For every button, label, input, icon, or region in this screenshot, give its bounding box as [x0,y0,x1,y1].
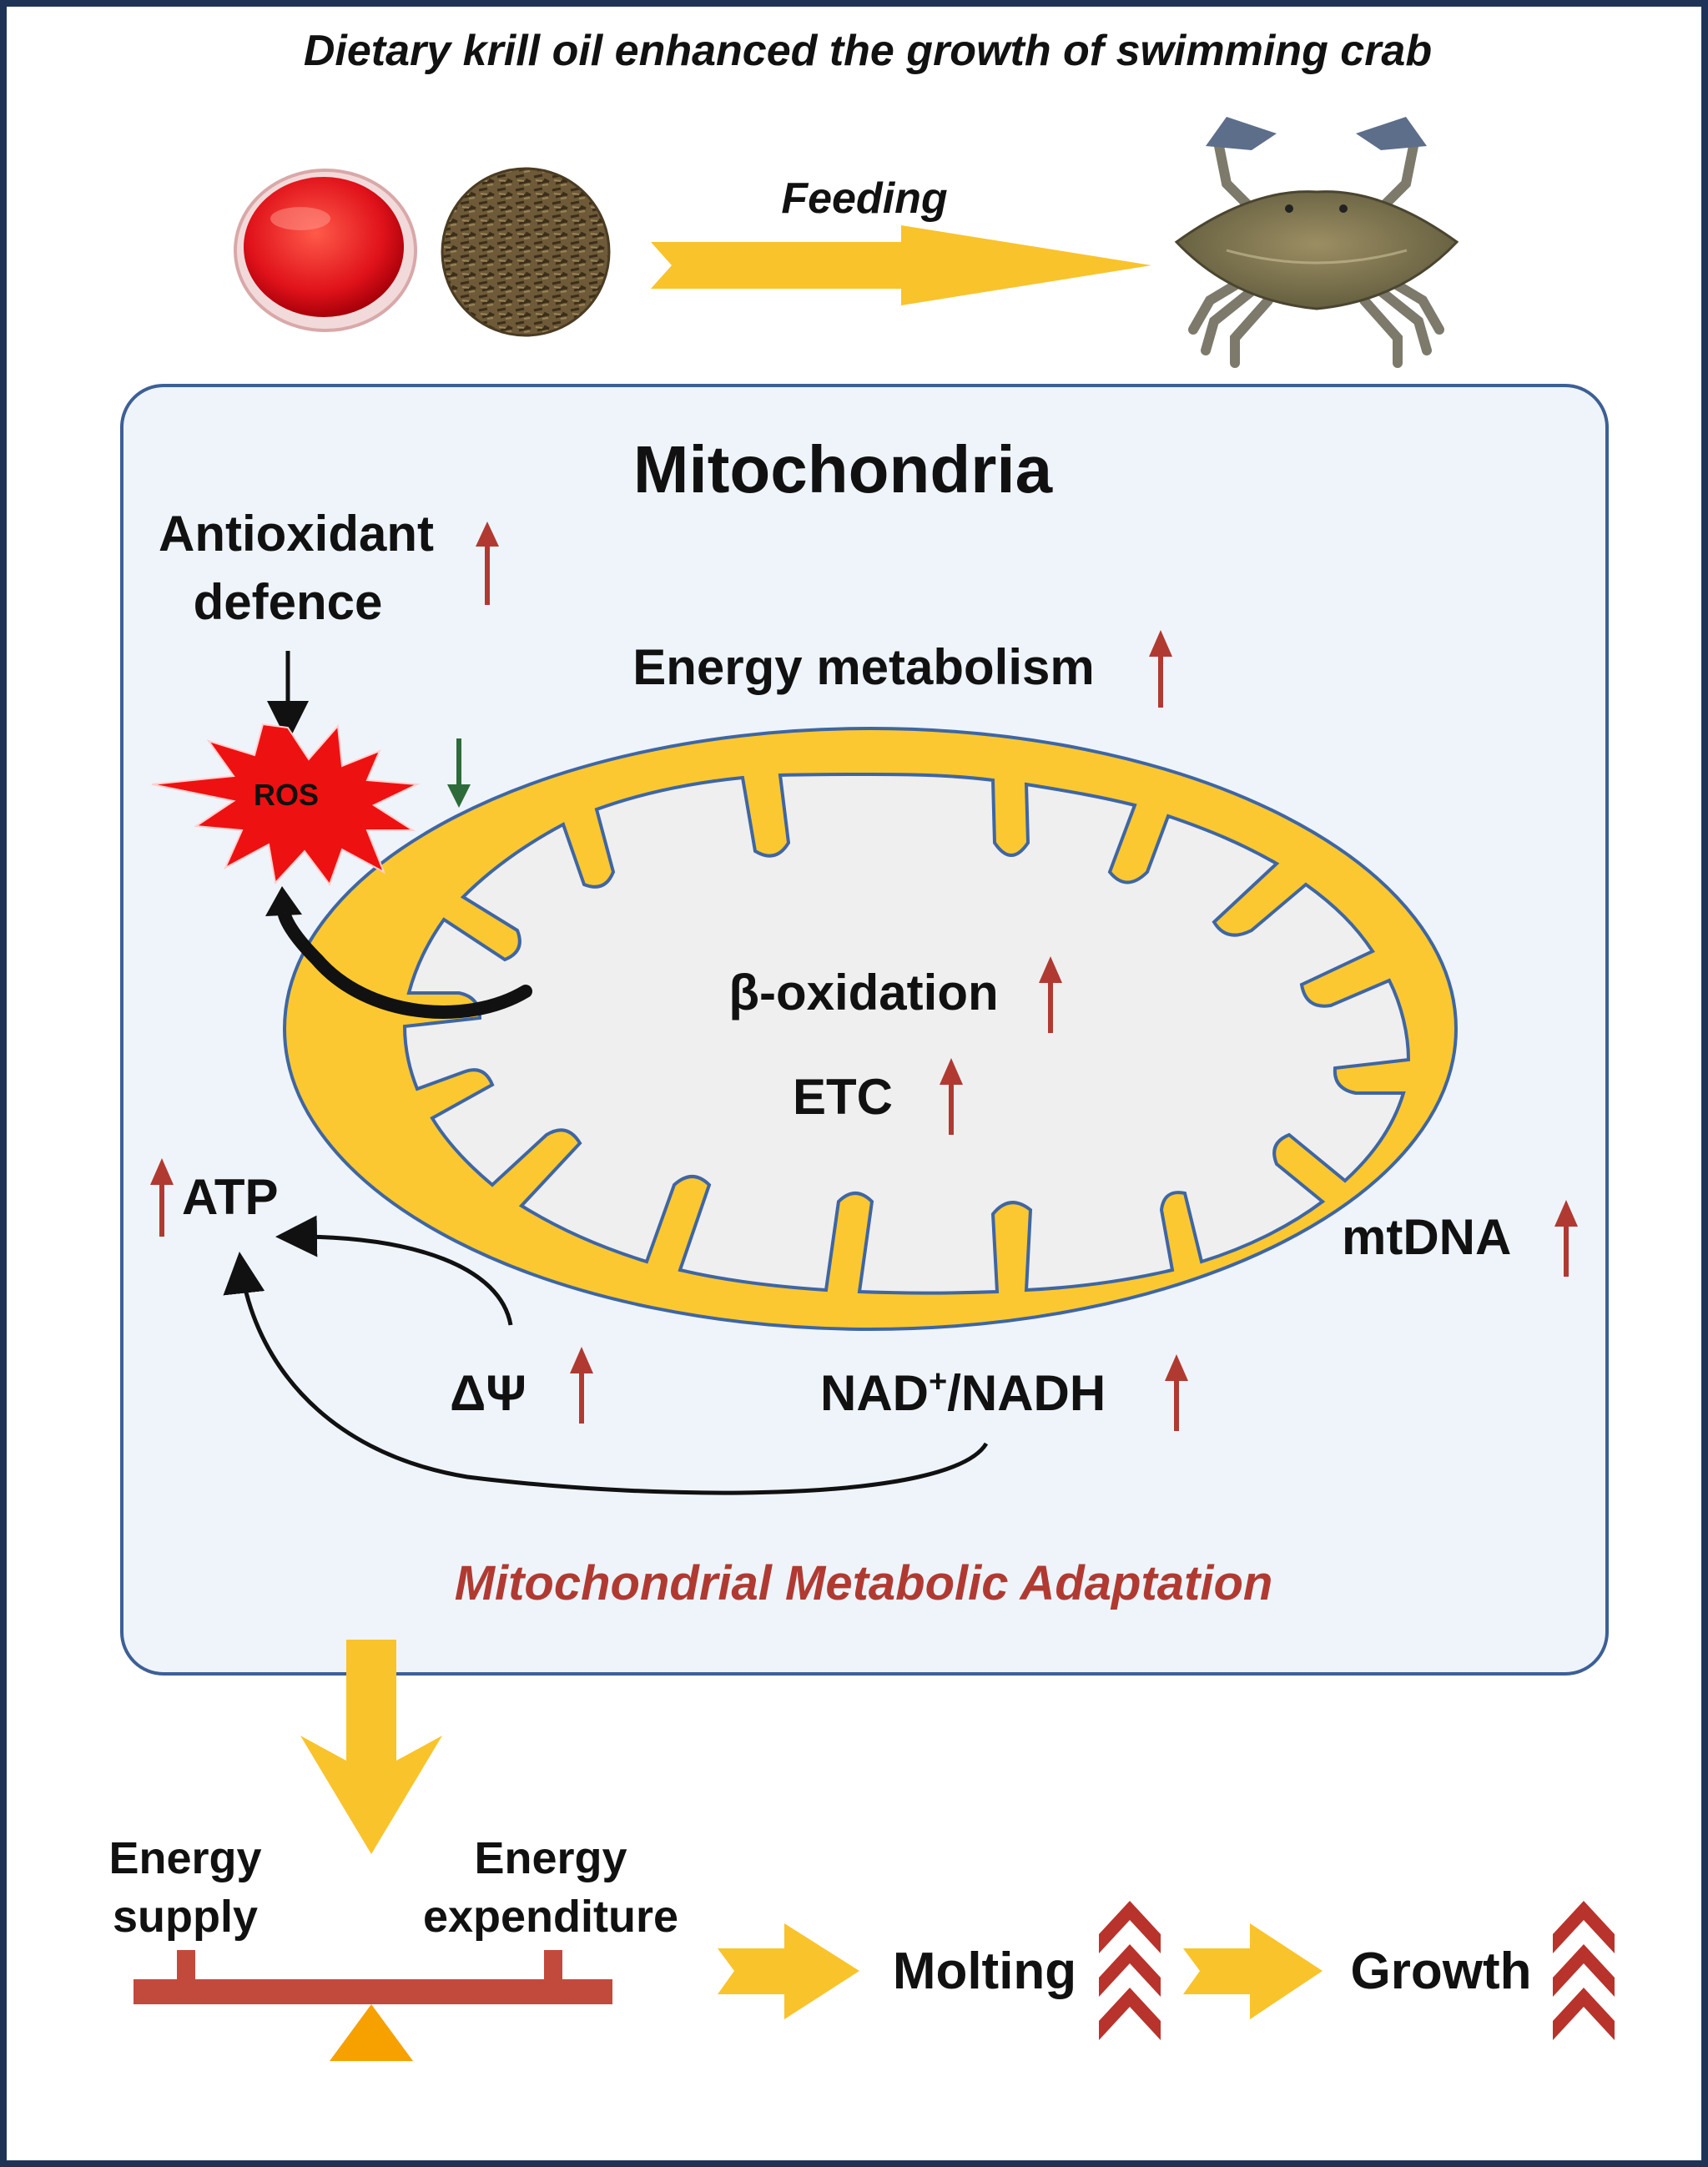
swimming-crab-image [1174,117,1459,368]
antioxidant-up-arrow-icon [476,522,499,605]
nad-to-atp-arrow [223,1252,989,1495]
nad-nadh-label: NAD+/NADH [820,1364,1106,1421]
energy-metabolism-label: Energy metabolism [632,639,1095,695]
growth-increase-chevrons-icon [1553,1901,1615,2040]
etc-up-arrow-icon [940,1058,963,1135]
antioxidant-label-line2: defence [194,574,383,630]
beta-oxidation-up-arrow-icon [1039,956,1062,1033]
molting-increase-chevrons-icon [1099,1901,1161,2040]
energy-supply-line2: supply [113,1892,258,1942]
atp-label: ATP [182,1169,279,1225]
panel-down-arrow [300,1640,442,1854]
delta-psi-to-atp-arrow [275,1215,513,1326]
delta-psi-label: ΔΨ [450,1365,527,1421]
to-growth-arrow [1183,1923,1323,2019]
mtdna-up-arrow-icon [1554,1200,1578,1277]
delta-psi-up-arrow-icon [570,1347,593,1424]
feeding-arrow [651,225,1151,305]
etc-label: ETC [793,1069,893,1125]
mitochondrion-illustration [283,727,1458,1331]
energy-balance-scale [134,1950,612,2061]
energy-expenditure-line1: Energy [474,1833,627,1883]
feeding-label: Feeding [781,174,947,223]
figure-title: Dietary krill oil enhanced the growth of… [304,27,1432,75]
energy-expenditure-line2: expenditure [423,1892,678,1942]
energy-supply-line1: Energy [108,1833,261,1883]
molting-label: Molting [893,1943,1076,2000]
to-molting-arrow [718,1923,859,2019]
nad-nadh-up-arrow-icon [1165,1354,1188,1431]
adaptation-label: Mitochondrial Metabolic Adaptation [455,1556,1273,1610]
mtdna-label: mtDNA [1342,1209,1511,1265]
antioxidant-label-line1: Antioxidant [159,506,434,562]
mitochondria-heading: Mitochondria [633,432,1053,506]
feed-pellets-image [441,167,611,337]
growth-label: Growth [1351,1943,1532,2000]
atp-up-arrow-icon [150,1158,174,1237]
energy-metabolism-up-arrow-icon [1149,630,1172,708]
ros-starburst [151,723,421,887]
ros-down-arrow-icon [447,738,471,808]
beta-oxidation-label: β-oxidation [728,965,998,1021]
ros-label: ROS [254,778,319,812]
krill-oil-dish-image [234,169,417,332]
mito-to-ros-arrow [265,886,532,1019]
